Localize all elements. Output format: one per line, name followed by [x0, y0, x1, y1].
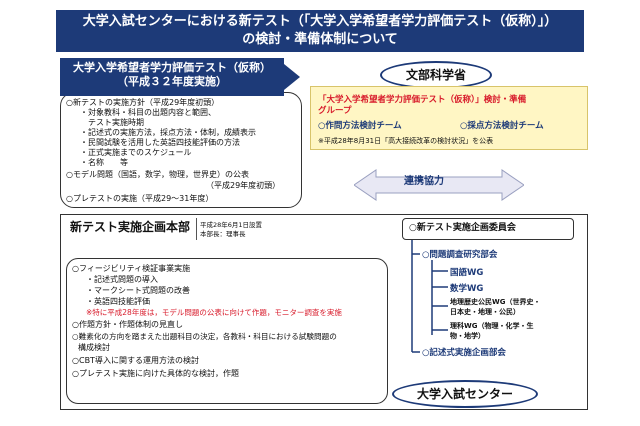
title-line1: 大学入試センターにおける新テスト（「大学入学希望者学力評価テスト（仮称）」）	[82, 14, 558, 29]
policy-item-2: テスト実施時期	[88, 118, 144, 127]
wg-geography-line2: 日本史・地理・公民）	[450, 308, 520, 316]
task-item-7: 構成検討	[78, 343, 110, 352]
team-question-method: ○作問方法検討チーム	[318, 121, 402, 131]
review-group-note: ※平成28年8月31日「高大接続改革の検討状況」を公表	[318, 137, 494, 145]
title-line2: の検討・準備体制について	[242, 32, 398, 47]
policy-item-1: ・対象教科・科目の出題内容と範囲、	[80, 108, 216, 117]
hq-note2: 本部長：理事長	[200, 230, 246, 238]
policy-item-5: ・正式実施までのスケジュール	[80, 148, 192, 157]
task-item-0: ○フィージビリティ検証事業実施	[72, 264, 191, 273]
wg-geography-line1: 地理歴史公民WG（世界史・	[450, 298, 541, 306]
task-item-3: ・英語四技能評価	[86, 297, 150, 306]
cooperation-label: 連携協力	[404, 176, 444, 187]
policy-item-0: ○新テストの実施方針（平成29年度初頭）	[66, 98, 220, 107]
task-item-9: ○プレテスト実施に向けた具体的な検討，作題	[72, 369, 239, 378]
hq-note1: 平成28年6月1日設置	[200, 221, 263, 229]
team-scoring-method: ○採点方法検討チーム	[460, 121, 544, 131]
committee-box: ○新テスト実施企画委員会	[402, 218, 574, 240]
policy-item-6: ・名称 等	[80, 158, 128, 167]
policy-item-7: ○モデル問題（国語，数学，物理，世界史）の公表	[66, 170, 249, 179]
task-item-5: ○作題方針・作題体制の見直し	[72, 320, 183, 329]
wg-science-line1: 理科WG（物理・化学・生	[450, 322, 534, 330]
dnc-ellipse: 大学入試センター	[392, 380, 538, 408]
policy-box	[60, 92, 302, 208]
test-name-box: 大学入学希望者学力評価テスト（仮称） （平成３２年度実施）	[60, 58, 284, 96]
task-item-8: ○CBT導入に関する運用方法の検討	[72, 356, 199, 365]
review-group-title1: 「大学入学希望者学力評価テスト（仮称）」検討・準備	[318, 95, 527, 105]
arrow-right-icon	[284, 64, 300, 90]
research-subcommittee: ○問題調査研究部会	[422, 250, 498, 260]
hq-note-divider	[196, 218, 270, 240]
mext-ellipse: 文部科学省	[380, 61, 492, 89]
committee-tree-lines	[411, 240, 448, 353]
policy-item-8: （平成29年度初頭）	[206, 181, 281, 190]
policy-item-4: ・民間試験を活用した英語四技能評価の方法	[80, 138, 240, 147]
page-title: 大学入試センターにおける新テスト（「大学入学希望者学力評価テスト（仮称）」） の…	[56, 10, 584, 52]
task-item-4: ※特に平成28年度は，モデル問題の公表に向けて作題，モニター調査を実施	[86, 308, 342, 317]
test-name-line2: （平成３２年度実施）	[117, 75, 227, 88]
task-item-1: ・記述式問題の導入	[86, 275, 158, 284]
wg-math: 数学WG	[450, 284, 484, 294]
writing-subcommittee: ○記述式実施企画部会	[422, 348, 506, 358]
test-name-line1: 大学入学希望者学力評価テスト（仮称）	[73, 61, 271, 74]
task-item-2: ・マークシート式問題の改善	[86, 286, 190, 295]
review-group-title2: グループ	[318, 106, 352, 116]
review-group-box	[310, 86, 588, 150]
hq-title: 新テスト実施企画本部	[70, 220, 191, 234]
wg-science-line2: 物・地学）	[450, 332, 485, 340]
hq-task-box	[66, 258, 388, 404]
policy-item-3: ・記述式の実施方法，採点方法・体制，成績表示	[80, 128, 256, 137]
task-item-6: ○難素化の方向を踏まえた出題科目の決定，各教科・科目における試験問題の	[72, 332, 337, 341]
policy-item-9: ○プレテストの実施（平成29～31年度）	[66, 194, 214, 203]
wg-japanese: 国語WG	[450, 268, 484, 278]
cooperation-arrow	[354, 169, 524, 201]
